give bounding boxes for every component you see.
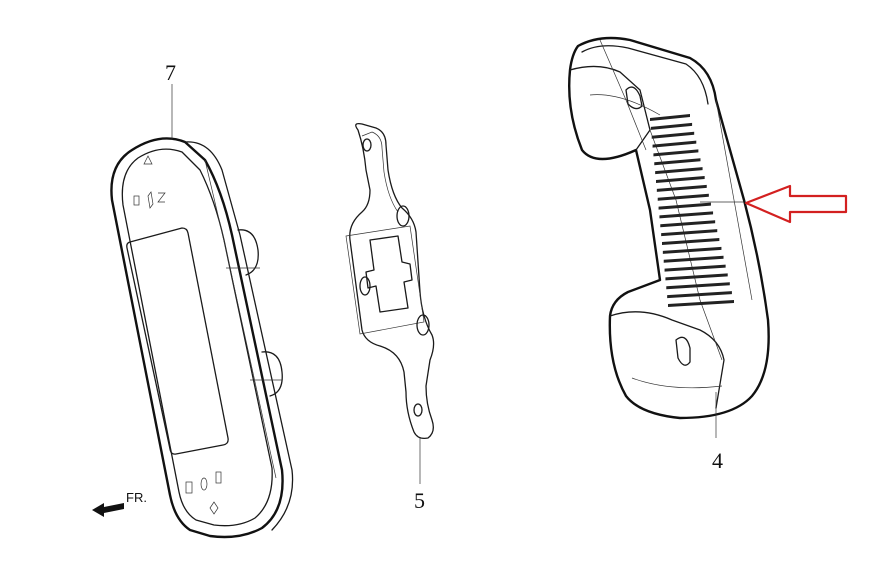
direction-label: FR. bbox=[126, 490, 147, 505]
vent-fin bbox=[656, 176, 705, 183]
vent-fin bbox=[658, 202, 711, 210]
vent-fin bbox=[659, 211, 714, 219]
vent-fin bbox=[662, 246, 722, 254]
vent-fin bbox=[654, 158, 701, 166]
vent-fin bbox=[660, 220, 716, 228]
vent-fin bbox=[650, 122, 693, 130]
vent-fin bbox=[667, 291, 732, 299]
vent-fin bbox=[652, 140, 697, 148]
vent-fin bbox=[665, 273, 728, 281]
vent-fin bbox=[650, 114, 690, 121]
part-bracket bbox=[345, 122, 435, 484]
vent-fin bbox=[666, 282, 730, 290]
vent-fin bbox=[653, 149, 699, 157]
vent-fin bbox=[662, 238, 720, 245]
vent-fin bbox=[668, 300, 734, 307]
vent-fin bbox=[656, 184, 707, 192]
vent-fin bbox=[664, 264, 726, 272]
vent-fins bbox=[650, 114, 734, 307]
arrow-left-icon bbox=[92, 503, 124, 517]
part-cover bbox=[568, 36, 770, 438]
callout-bracket: 5 bbox=[414, 488, 425, 513]
callout-display-unit: 7 bbox=[165, 60, 176, 85]
part-display-unit bbox=[110, 84, 294, 539]
callout-cover: 4 bbox=[712, 448, 723, 473]
vent-fin bbox=[661, 229, 718, 237]
vent-fin bbox=[663, 255, 724, 263]
arrow-pointer-icon bbox=[744, 184, 848, 224]
vent-fin bbox=[651, 131, 695, 139]
vent-fin bbox=[657, 193, 709, 201]
vent-fin bbox=[655, 167, 703, 175]
